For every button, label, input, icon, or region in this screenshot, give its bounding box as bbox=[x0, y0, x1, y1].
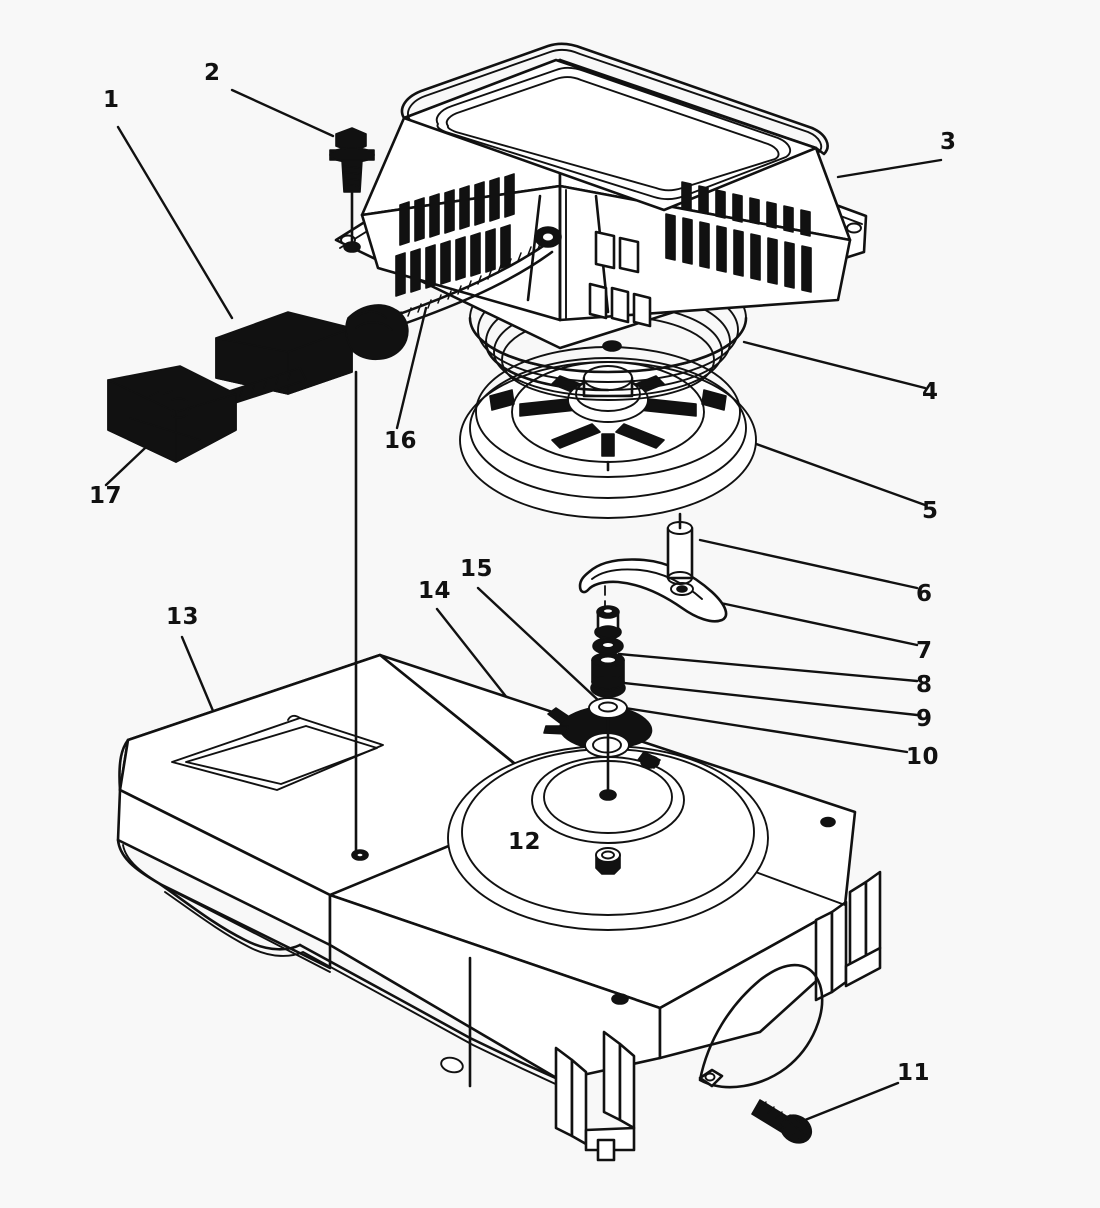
callout-label-3: 3 bbox=[940, 129, 957, 155]
callout-label-13: 13 bbox=[166, 604, 200, 630]
callout-label-11: 11 bbox=[897, 1060, 931, 1086]
callout-label-16: 16 bbox=[384, 428, 418, 454]
callout-label-10: 10 bbox=[906, 744, 940, 770]
callout-label-8: 8 bbox=[916, 672, 933, 698]
callout-label-2: 2 bbox=[204, 60, 221, 86]
callout-label-1: 1 bbox=[103, 87, 120, 113]
flywheel-nut bbox=[595, 847, 621, 875]
fastener-stack bbox=[588, 605, 628, 719]
brake-spring-washer bbox=[588, 697, 628, 719]
callout-label-12: 12 bbox=[508, 829, 542, 855]
cover-louvers-left bbox=[395, 173, 515, 297]
callout-label-17: 17 bbox=[89, 483, 123, 509]
pawl-plate bbox=[578, 558, 728, 623]
callout-label-15: 15 bbox=[460, 556, 494, 582]
callout-label-4: 4 bbox=[922, 379, 939, 405]
callout-label-9: 9 bbox=[916, 706, 933, 732]
callout-label-5: 5 bbox=[922, 498, 939, 524]
housing-cooling-ribs-left bbox=[554, 1030, 636, 1162]
callout-label-6: 6 bbox=[916, 581, 933, 607]
housing-vent-hole bbox=[440, 1056, 464, 1074]
cover-louvers-right bbox=[665, 181, 812, 293]
callout-label-14: 14 bbox=[418, 578, 452, 604]
leader-lines bbox=[104, 88, 943, 1124]
housing-cooling-ribs-right bbox=[814, 870, 882, 1002]
starter-handle bbox=[107, 304, 409, 463]
flange-bolt-cover bbox=[329, 127, 375, 253]
rope-eyelet bbox=[534, 226, 562, 248]
cover-center-vents bbox=[588, 230, 652, 328]
pawl-pivot-pin bbox=[666, 512, 694, 585]
starter-cover-housing bbox=[334, 42, 868, 352]
callout-label-7: 7 bbox=[916, 638, 933, 664]
